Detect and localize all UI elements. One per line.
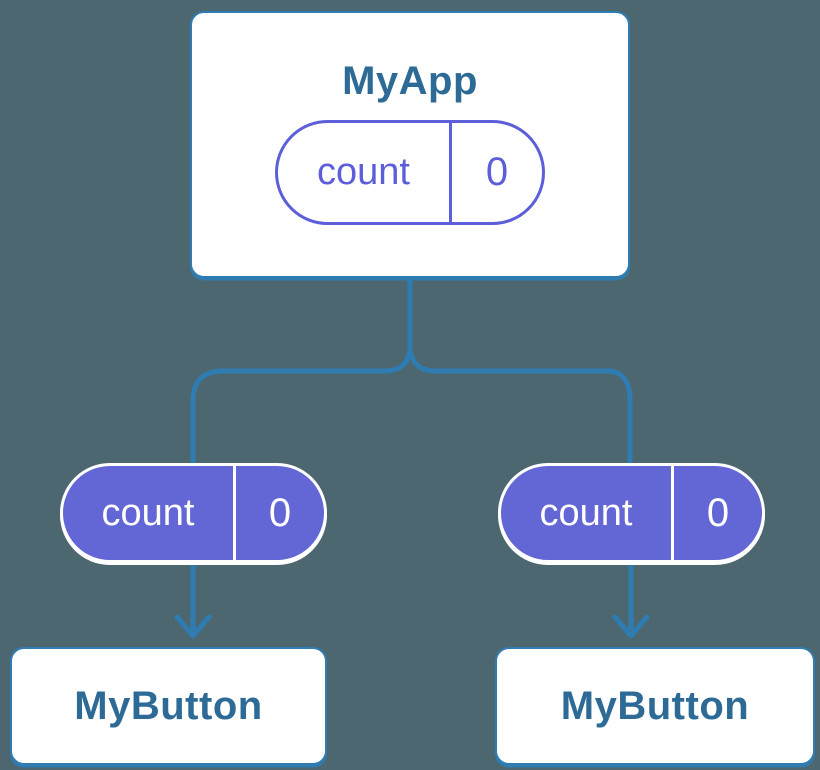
state-pill-value: 0 [485, 150, 509, 194]
prop-pill-left: count 0 [60, 463, 327, 563]
child-card-right: MyButton [495, 647, 815, 765]
prop-pill-left-label: count [101, 491, 195, 534]
state-pill-divider [449, 123, 452, 222]
root-component-title: MyApp [342, 59, 478, 103]
child-card-left-title: MyButton [74, 684, 263, 728]
right-arrow-down-icon [612, 614, 650, 639]
prop-pill-right-divider [671, 466, 674, 560]
fork-left-line [190, 344, 413, 470]
root-component-card: MyApp count 0 [190, 11, 630, 278]
state-pill: count 0 [275, 120, 545, 225]
child-card-left: MyButton [10, 647, 327, 765]
prop-pill-right-label: count [539, 491, 633, 534]
child-card-right-title: MyButton [560, 684, 750, 728]
state-pill-label: count [317, 151, 410, 193]
prop-pill-right: count 0 [498, 463, 765, 563]
prop-pill-right-value: 0 [706, 490, 730, 535]
prop-pill-left-value: 0 [268, 490, 292, 535]
left-arrow-down-icon [174, 614, 212, 639]
fork-right-line [407, 344, 633, 470]
prop-pill-left-divider [233, 466, 236, 560]
